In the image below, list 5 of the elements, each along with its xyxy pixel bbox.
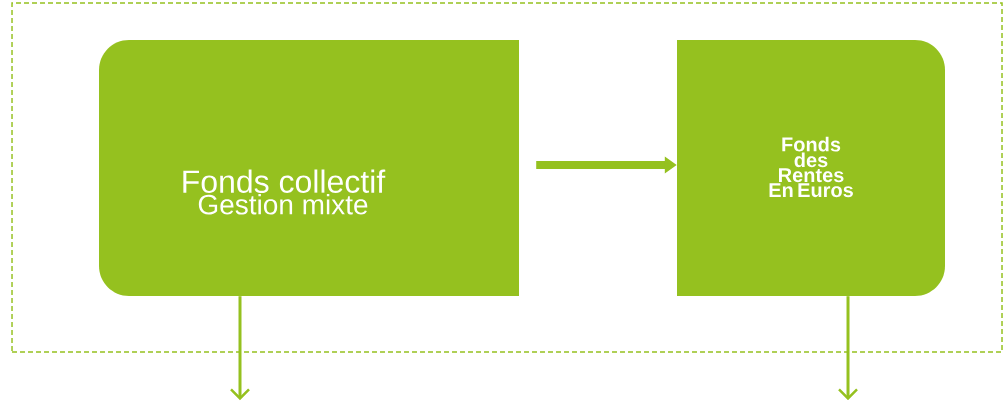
- dashed-frame: [11, 2, 1003, 353]
- process-box: Fonds collectif Gestion mixte: [99, 40, 519, 296]
- arrow: [838, 296, 858, 401]
- process-box: Fonds des Rentes En Euros: [677, 40, 945, 296]
- arrow: [230, 296, 250, 401]
